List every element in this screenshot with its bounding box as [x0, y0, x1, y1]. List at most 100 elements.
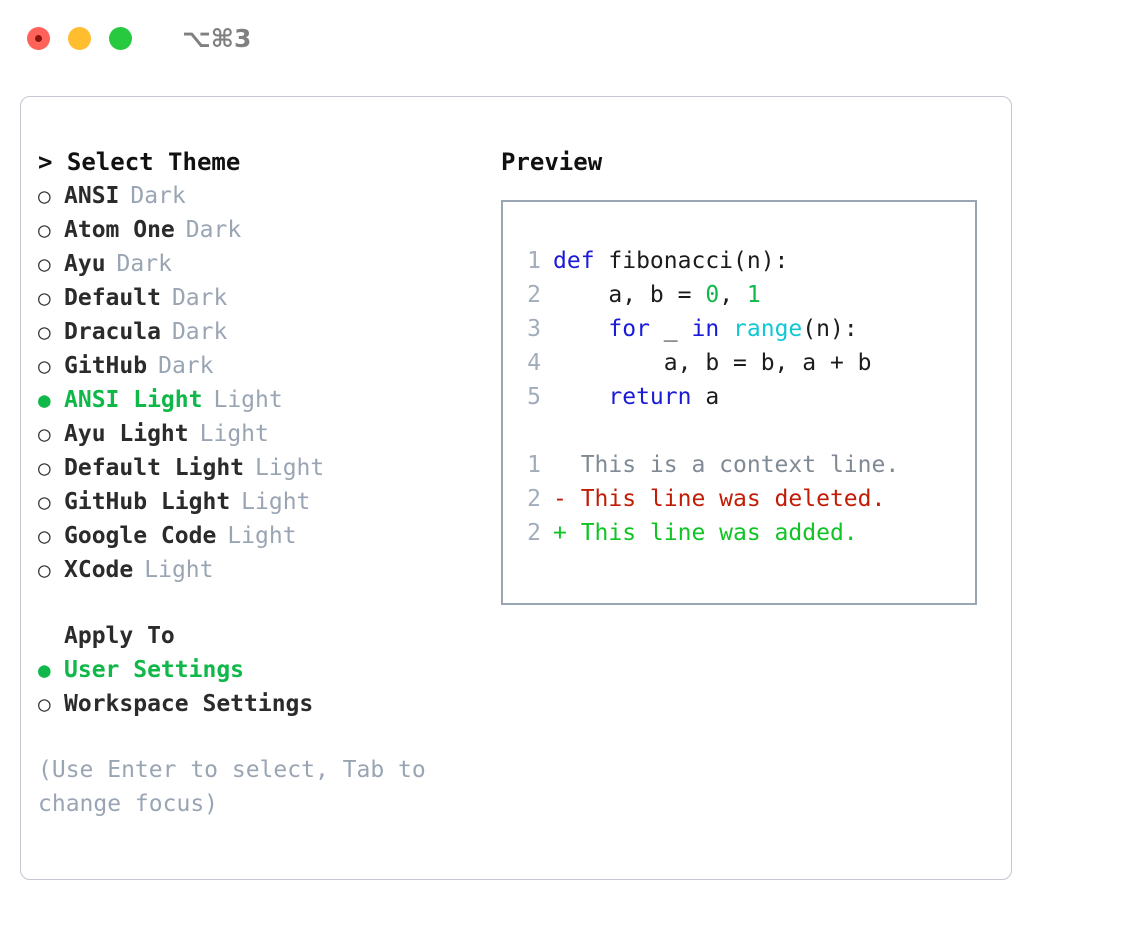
- radio-unselected-icon[interactable]: ○: [38, 524, 51, 548]
- traffic-lights: [27, 26, 132, 50]
- close-button-icon[interactable]: [27, 26, 50, 50]
- apply-to-option-user-settings[interactable]: ● User Settings: [38, 653, 478, 687]
- theme-option-default-light[interactable]: ○ Default Light Light: [38, 451, 478, 485]
- code-token-plain: [719, 316, 733, 342]
- diff-line-number: 1: [527, 452, 541, 478]
- theme-option-github-light[interactable]: ○ GitHub Light Light: [38, 485, 478, 519]
- theme-option-variant: Dark: [171, 319, 228, 345]
- theme-option-variant: Light: [213, 387, 283, 413]
- theme-option-name: ANSI: [64, 183, 120, 209]
- diff-lines: 1 This is a context line.2- This line wa…: [515, 448, 969, 550]
- theme-option-name: Dracula: [64, 319, 161, 345]
- code-line: 2 a, b = 0, 1: [515, 278, 969, 312]
- theme-option-name: Default Light: [64, 455, 245, 481]
- radio-unselected-icon[interactable]: ○: [38, 558, 51, 582]
- theme-option-variant: Light: [227, 523, 297, 549]
- preview-heading: Preview: [501, 148, 603, 176]
- theme-option-variant: Light: [199, 421, 269, 447]
- radio-unselected-icon[interactable]: ○: [38, 354, 51, 378]
- code-token-plain: fibonacci(n):: [594, 248, 789, 274]
- code-line-number: 1: [527, 248, 541, 274]
- apply-to-option-name: User Settings: [64, 657, 245, 683]
- theme-option-name: Ayu Light: [64, 421, 189, 447]
- apply-to-option-name: Workspace Settings: [64, 691, 314, 717]
- code-line: 3 for _ in range(n):: [515, 312, 969, 346]
- code-token-kw: def: [553, 248, 595, 274]
- code-token-plain: [553, 316, 608, 342]
- code-line-text: def fibonacci(n):: [553, 244, 788, 278]
- theme-option-variant: Dark: [185, 217, 242, 243]
- radio-unselected-icon[interactable]: ○: [38, 252, 51, 276]
- theme-option-variant: Dark: [171, 285, 228, 311]
- theme-option-name: GitHub Light: [64, 489, 231, 515]
- radio-selected-icon[interactable]: ●: [38, 388, 51, 412]
- code-line: 1 def fibonacci(n):: [515, 244, 969, 278]
- code-diff-spacer: [515, 414, 969, 448]
- keyboard-hint-text: (Use Enter to select, Tab to change focu…: [38, 757, 426, 817]
- theme-option-name: XCode: [64, 557, 134, 583]
- diff-line-number: 2: [527, 486, 541, 512]
- theme-option-github[interactable]: ○ GitHub Dark: [38, 349, 478, 383]
- code-token-num: 1: [746, 282, 761, 308]
- code-token-plain: a: [691, 384, 720, 410]
- window-titlebar: ⌥⌘3: [0, 0, 1140, 76]
- code-line: 4 a, b = b, a + b: [515, 346, 969, 380]
- theme-option-atom-one[interactable]: ○ Atom One Dark: [38, 213, 478, 247]
- theme-option-name: GitHub: [64, 353, 148, 379]
- keyboard-shortcut-label: ⌥⌘3: [182, 23, 252, 53]
- code-token-kw: return: [608, 384, 692, 410]
- apply-to-heading: Apply To: [64, 623, 175, 649]
- theme-option-variant: Light: [255, 455, 325, 481]
- code-token-fn: range: [733, 316, 803, 342]
- minimize-button-icon[interactable]: [68, 26, 91, 50]
- theme-option-variant: Dark: [116, 251, 172, 277]
- theme-option-variant: Dark: [130, 183, 186, 209]
- diff-line-number: 2: [527, 520, 541, 546]
- select-theme-heading: > Select Theme: [38, 148, 241, 176]
- radio-unselected-icon[interactable]: ○: [38, 184, 51, 208]
- radio-unselected-icon[interactable]: ○: [38, 490, 51, 514]
- radio-unselected-icon[interactable]: ○: [38, 286, 51, 310]
- theme-option-xcode[interactable]: ○ XCode Light: [38, 553, 478, 587]
- diff-line-text: This is a context line.: [553, 452, 900, 478]
- theme-option-variant: Light: [241, 489, 311, 515]
- apply-to-list: ● User Settings ○ Workspace Settings: [38, 653, 478, 721]
- code-token-plain: ,: [719, 282, 747, 308]
- radio-unselected-icon[interactable]: ○: [38, 218, 51, 242]
- radio-unselected-icon[interactable]: ○: [38, 320, 51, 344]
- code-token-plain: a, b =: [553, 282, 706, 308]
- theme-option-dracula[interactable]: ○ Dracula Dark: [38, 315, 478, 349]
- theme-option-name: Atom One: [64, 217, 175, 243]
- theme-option-variant: Light: [144, 557, 214, 583]
- diff-line-text: + This line was added.: [553, 520, 858, 546]
- code-line-number: 3: [527, 316, 541, 342]
- code-line-text: return a: [553, 380, 719, 414]
- code-token-num: 0: [705, 282, 720, 308]
- radio-unselected-icon[interactable]: ○: [38, 692, 51, 716]
- radio-unselected-icon[interactable]: ○: [38, 422, 51, 446]
- theme-option-ayu-light[interactable]: ○ Ayu Light Light: [38, 417, 478, 451]
- apply-to-option-workspace-settings[interactable]: ○ Workspace Settings: [38, 687, 478, 721]
- radio-unselected-icon[interactable]: ○: [38, 456, 51, 480]
- diff-line: 2 + This line was added.: [515, 516, 969, 550]
- radio-selected-icon[interactable]: ●: [38, 658, 51, 682]
- code-line-text: a, b = 0, 1: [553, 278, 761, 312]
- code-token-kw: in: [691, 316, 720, 342]
- theme-option-variant: Dark: [158, 353, 214, 379]
- code-token-kw: for: [608, 316, 650, 342]
- zoom-button-icon[interactable]: [109, 26, 132, 50]
- code-token-plain: [553, 384, 608, 410]
- code-line-number: 5: [527, 384, 541, 410]
- theme-option-ansi[interactable]: ○ ANSI Dark: [38, 179, 478, 213]
